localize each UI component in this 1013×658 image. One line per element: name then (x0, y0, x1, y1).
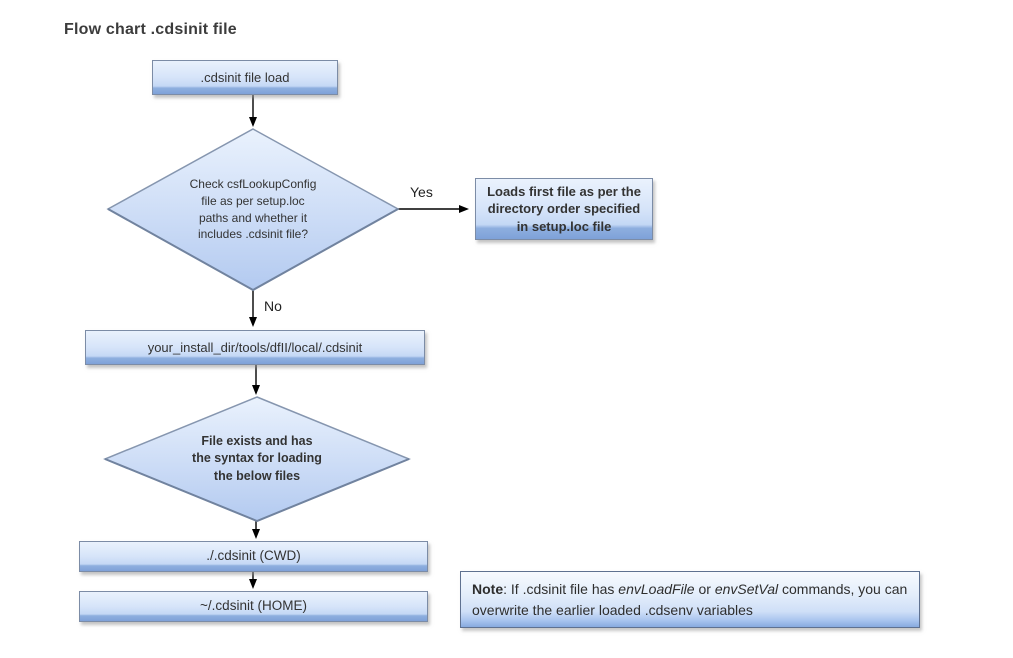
note-box: Note: If .cdsinit file has envLoadFile o… (460, 571, 920, 628)
note-label: Note (472, 581, 504, 597)
install-path-node: your_install_dir/tools/dfII/local/.cdsin… (85, 330, 425, 365)
home-node: ~/.cdsinit (HOME) (79, 591, 428, 622)
note-text-segment: or (694, 581, 715, 597)
no-edge-label: No (264, 298, 282, 314)
start-node: .cdsinit file load (152, 60, 338, 95)
note-italic-envloadfile: envLoadFile (618, 581, 695, 597)
note-text-segment: commands, you can overwrite the earlier … (472, 581, 908, 618)
page-title: Flow chart .cdsinit file (64, 21, 237, 38)
note-text-segment: : If .cdsinit file has (503, 581, 619, 597)
loads-first-node: Loads first file as per the directory or… (475, 178, 653, 240)
decision1-diamond (106, 128, 400, 291)
note-italic-envsetval: envSetVal (714, 581, 779, 597)
decision2-diamond (103, 396, 411, 522)
yes-edge-label: Yes (410, 184, 433, 200)
decision1-diamond-shadow-edge (107, 208, 399, 292)
cwd-node: ./.cdsinit (CWD) (79, 541, 428, 572)
decision2-diamond-shadow-edge (104, 458, 410, 523)
